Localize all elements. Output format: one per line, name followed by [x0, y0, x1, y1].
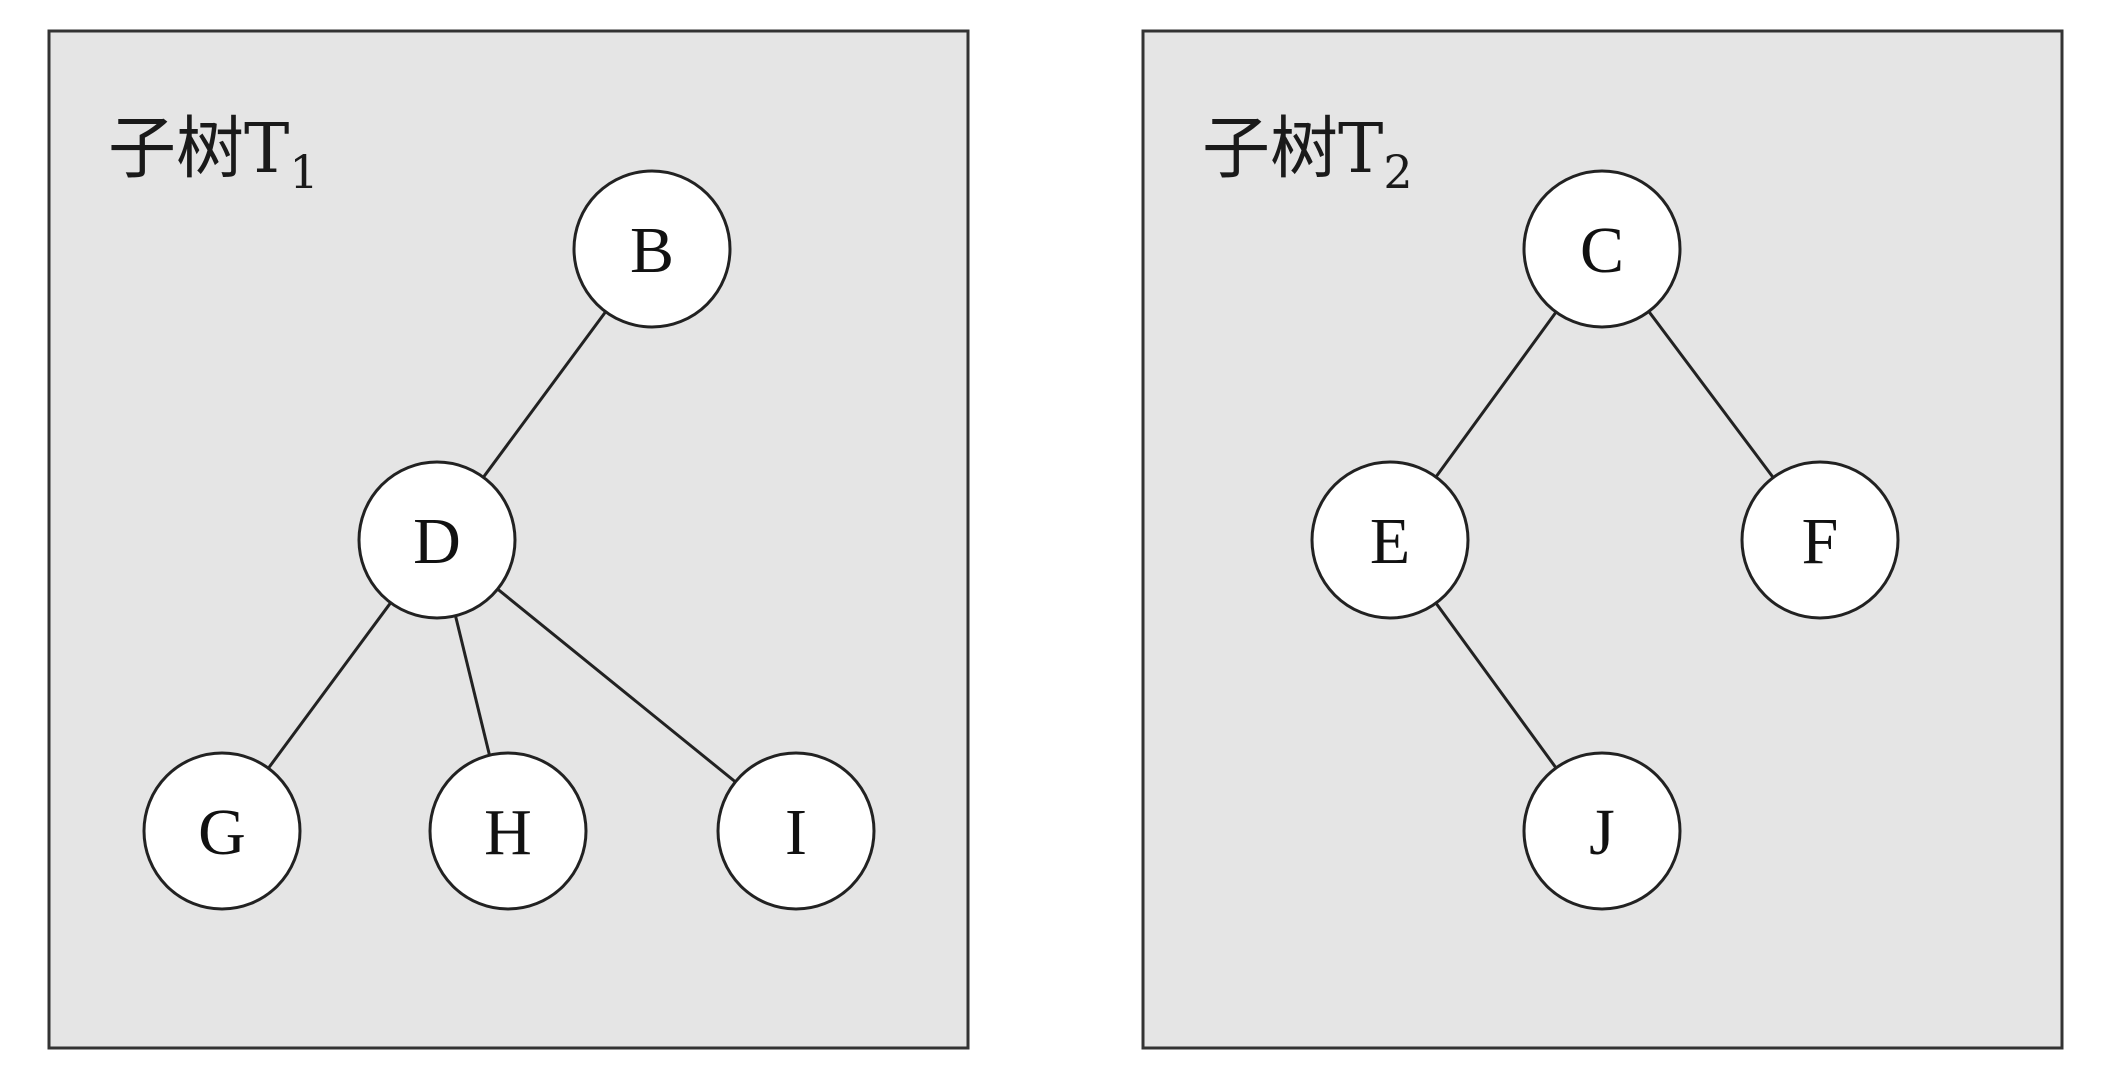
- tree-node-G: G: [142, 751, 302, 911]
- node-label: D: [413, 505, 461, 578]
- tree-node-C: C: [1522, 169, 1682, 329]
- node-circle: [357, 460, 517, 620]
- node-circle: [1740, 460, 1900, 620]
- node-circle: [1522, 751, 1682, 911]
- panel-title: 子树T1: [108, 110, 319, 199]
- node-circle: [428, 751, 588, 911]
- panel-title-main: 子树T: [1202, 110, 1383, 189]
- panel-title-main: 子树T: [108, 110, 289, 189]
- node-label: B: [630, 214, 674, 287]
- tree-node-D: D: [357, 460, 517, 620]
- tree-node-J: J: [1522, 751, 1682, 911]
- node-label: F: [1802, 505, 1839, 578]
- node-label: J: [1589, 796, 1615, 869]
- node-label: C: [1580, 214, 1624, 287]
- panel-title-subscript: 2: [1383, 145, 1412, 199]
- tree-node-B: B: [572, 169, 732, 329]
- tree-node-I: I: [716, 751, 876, 911]
- node-circle: [142, 751, 302, 911]
- node-circle: [1310, 460, 1470, 620]
- panel-title-subscript: 1: [289, 145, 318, 199]
- node-label: H: [484, 796, 532, 869]
- panel-title: 子树T2: [1202, 110, 1413, 199]
- tree-node-E: E: [1310, 460, 1470, 620]
- node-circle: [716, 751, 876, 911]
- node-label: G: [198, 796, 246, 869]
- node-circle: [1522, 169, 1682, 329]
- node-circle: [572, 169, 732, 329]
- tree-node-H: H: [428, 751, 588, 911]
- tree-node-F: F: [1740, 460, 1900, 620]
- node-label: E: [1370, 505, 1410, 578]
- node-label: I: [785, 796, 807, 869]
